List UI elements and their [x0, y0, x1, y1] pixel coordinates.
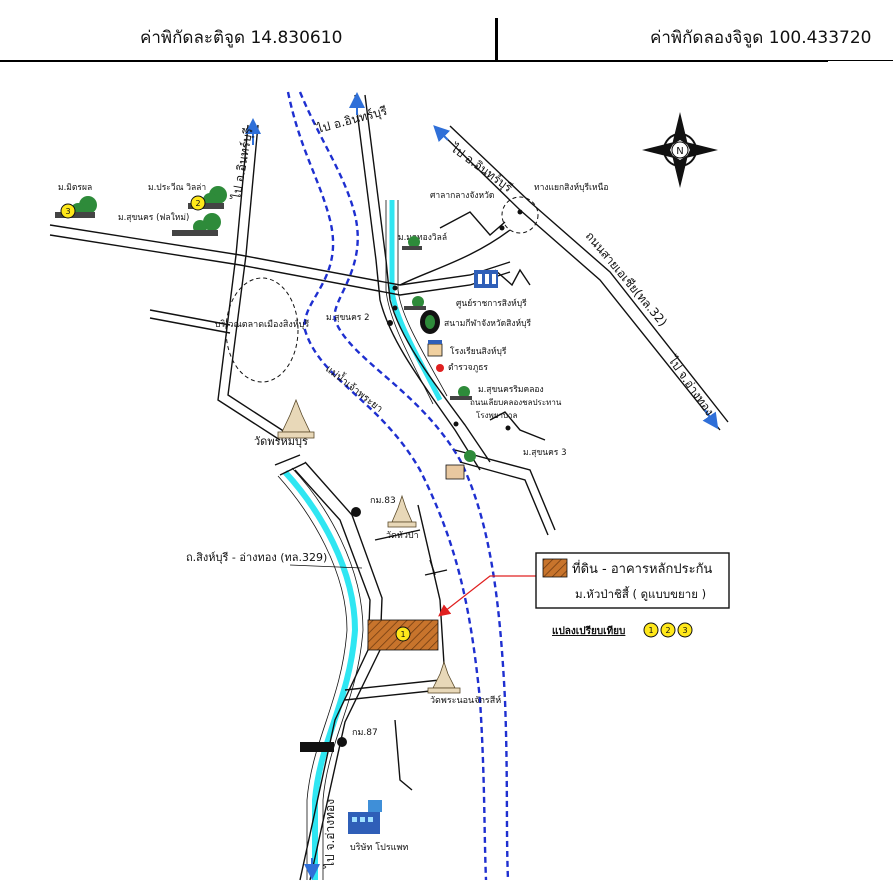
comparison-marker-2-label: 2 [195, 199, 200, 208]
label-pak-mueang: โรงพยาบาล [476, 410, 518, 420]
comparison-legend-num-2: 2 [665, 626, 670, 635]
school-icon [427, 343, 443, 357]
label-suphon2: ม.สุขนคร 2 [326, 313, 369, 323]
km87-marker [337, 737, 347, 747]
label-to-inburi-east: ไป อ.อินทร์บุรี [447, 141, 516, 197]
location-map: บริเวณตลาดเมืองสิงห์บุรี ไป อ.อินทร์บุรี… [49, 91, 730, 881]
label-river: แม่น้ำเจ้าพระยา [323, 361, 386, 415]
canal-lower-edge [277, 467, 364, 880]
label-ban-prawin: ม.ประวีณ วิลล่า [148, 182, 206, 193]
label-govt-center: ศูนย์ราชการสิงห์บุรี [456, 298, 527, 309]
temple-icon [277, 398, 461, 694]
header-rule [0, 60, 828, 62]
river-bank-east [298, 91, 510, 881]
latitude-label: ค่าพิกัดละติจูด 14.830610 [140, 28, 343, 48]
label-stadium: สนามกีฬาจังหวัดสิงห์บุรี [444, 318, 531, 329]
legend-box [535, 552, 730, 609]
house-icon [445, 464, 465, 480]
comparison-legend-marker-1 [643, 622, 659, 638]
legend-subtitle: ม.หัวป่าชิสี้ ( ดูแบบขยาย ) [575, 586, 706, 601]
header-divider [495, 18, 498, 62]
coordinate-header: ค่าพิกัดละติจูด 14.830610 ค่าพิกัดลองจิจ… [0, 0, 893, 62]
label-sukhon-rimkhlong: ม.สุขนครริมคลอง [478, 385, 544, 395]
longitude-label: ค่าพิกัดลองจิจูด 100.433720 [650, 28, 872, 48]
police-icon [436, 364, 444, 372]
label-to-angthong-south: ไป จ.อ่างทอง [323, 799, 337, 869]
bridge-south [300, 742, 334, 752]
label-school: โรงเรียนสิงห์บุรี [450, 346, 507, 357]
comparison-legend-marker-3 [677, 622, 693, 638]
subject-marker [395, 626, 411, 642]
company-building-icon [348, 800, 382, 834]
label-to-inburi-center: ไป อ.อินทร์บุรี [314, 104, 389, 138]
label-company: บริษัท โปรแพท [350, 842, 408, 853]
label-junction: ทางแยกสิงห์บุรีเหนือ [534, 182, 608, 193]
header-rule-right [828, 60, 893, 61]
legend-leader [438, 575, 536, 617]
label-sala-klang: ศาลากลางจังหวัด [430, 191, 494, 201]
label-to-angthong: ไป จ.อ่างทอง [665, 353, 717, 418]
hwy329-leader [289, 564, 363, 569]
label-hwy329: ถ.สิงห์บุรี - อ่างทอง (ทล.329) [186, 551, 327, 564]
label-wat-huapa: วัดหัวป่า [386, 531, 419, 541]
bridge-marker-north [274, 454, 306, 476]
comparison-legend-num-3: 3 [682, 626, 687, 635]
comparison-marker-3-map [60, 203, 76, 219]
label-km87: กม.87 [352, 728, 378, 738]
label-wat-phranon: วัดพระนอนจักรสีห์ [430, 694, 501, 706]
label-suphon3: ม.สุขนคร 3 [523, 448, 566, 458]
river-bank-west [286, 91, 488, 881]
junction-circle [501, 196, 539, 234]
comparison-legend-label: แปลงเปรียบเทียบ [552, 625, 625, 637]
comparison-marker-2-map [190, 195, 206, 211]
label-police: ตำรวจภูธร [448, 363, 488, 373]
north-arrow-icon: N [642, 112, 718, 188]
km83-marker [351, 507, 361, 517]
label-km83: กม.83 [370, 496, 396, 506]
label-road-note: ถนนเลียบคลองชลประทาน [470, 398, 562, 407]
subject-marker-label: 1 [400, 630, 405, 639]
label-ban-suphon: ม.สุขนคร (ฟลใหม่) [118, 212, 189, 223]
comparison-legend-marker-2 [660, 622, 676, 638]
city-moat-label: บริเวณตลาดเมืองสิงห์บุรี [215, 318, 310, 330]
comparison-legend-num-1: 1 [648, 626, 653, 635]
label-ban-mitphong: ม.มิตรผล [58, 183, 92, 193]
legend-swatch [542, 558, 568, 578]
north-letter: N [676, 146, 683, 157]
tree-icon [55, 186, 476, 462]
comparison-marker-3-label: 3 [65, 207, 70, 216]
legend-title: ที่ดิน - อาคารหลักประกัน [572, 560, 712, 577]
label-ban-mothong: ม.มอทองวิลล์ [398, 232, 447, 243]
canal-lower [282, 469, 359, 880]
city-moat [225, 277, 299, 383]
label-asia-highway: ถนนสายเอเชีย(ทล.32) [583, 229, 670, 329]
